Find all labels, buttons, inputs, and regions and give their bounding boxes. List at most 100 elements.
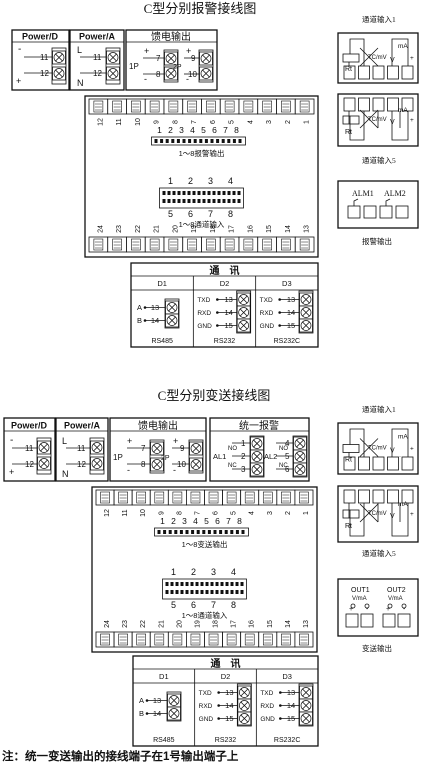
comm-terminal-number: 14 bbox=[153, 709, 161, 718]
channel-number: 8 bbox=[231, 600, 236, 610]
plus-sign: + bbox=[410, 55, 414, 62]
tc-label: TC/mV bbox=[368, 117, 387, 123]
feed-plus-2-2: + bbox=[173, 436, 178, 446]
bottom-terminal-number: 20 bbox=[172, 225, 179, 233]
tc-label: TC/mV bbox=[368, 446, 387, 452]
comm-signal-label: RXD bbox=[199, 703, 213, 710]
feed-plus-2: + bbox=[186, 46, 191, 56]
top-terminal-number: 7 bbox=[194, 511, 201, 515]
channel-number: 6 bbox=[191, 600, 196, 610]
rs232-label: RS232 bbox=[214, 338, 236, 345]
bottom-terminal-number: 22 bbox=[135, 225, 142, 233]
feed-minus-2-2: - bbox=[173, 465, 176, 475]
rs485-label: RS485 bbox=[151, 338, 173, 345]
feed-1p-2: 1P bbox=[113, 453, 123, 462]
relay-output-label: 1～8变送输出 bbox=[182, 539, 228, 549]
al2-label: AL2 bbox=[264, 452, 277, 461]
plus-sign: + bbox=[410, 511, 414, 518]
comm-terminal-number: 14 bbox=[225, 701, 233, 710]
al1-nc: NC bbox=[228, 463, 237, 469]
rt-resistor bbox=[342, 444, 360, 453]
top-terminal-number: 4 bbox=[247, 120, 254, 124]
plus-sign: + bbox=[410, 446, 414, 453]
side-ch5-label-bottom: 通道输入5 bbox=[362, 548, 396, 558]
alarm-terminal-4: 4 bbox=[285, 439, 290, 448]
comm-signal-label: GND bbox=[260, 716, 275, 723]
comm-signal-label: TXD bbox=[199, 690, 212, 697]
out2-unit: V/mA bbox=[388, 596, 403, 602]
channel-number: 8 bbox=[228, 209, 233, 219]
feed-terminal-10-2: 10 bbox=[177, 460, 186, 469]
unified-alarm-block: 统一报警 AL1 AL2 NO NC NO NC 1 2 3 4 5 6 bbox=[209, 417, 310, 482]
comm-column-header: D3 bbox=[282, 672, 292, 681]
title-top: C型分别报警接线图 bbox=[144, 1, 257, 16]
power-a-n: N bbox=[77, 78, 84, 88]
feed-output-block-2: 馈电输出 1P 2P + - + - 7 8 9 10 bbox=[109, 417, 207, 482]
al1-label: AL1 bbox=[213, 452, 226, 461]
comm-signal-label: B bbox=[137, 316, 142, 325]
relay-number: 2 bbox=[168, 125, 173, 135]
top-terminal-number: 10 bbox=[135, 118, 142, 126]
relay-number: 1 bbox=[160, 516, 165, 526]
feed-terminal-7: 7 bbox=[156, 54, 161, 63]
channel-number: 5 bbox=[168, 209, 173, 219]
relay-number: 6 bbox=[212, 125, 217, 135]
feed-terminal-9-2: 9 bbox=[180, 444, 185, 453]
bottom-terminal-number: 15 bbox=[267, 620, 274, 628]
comm-signal-label: B bbox=[139, 709, 144, 718]
rt-label: Rt bbox=[345, 66, 352, 73]
comm-signal-label: GND bbox=[197, 323, 212, 330]
rs485-label: RS485 bbox=[153, 737, 175, 744]
ma-label: mA bbox=[398, 501, 408, 508]
relay-number: 4 bbox=[193, 516, 198, 526]
comm-signal-label: A bbox=[137, 303, 142, 312]
power-a-block: Power/A L N 11 12 bbox=[69, 29, 125, 91]
footnote: 注：统一变送输出的接线端子在1号输出端子上 bbox=[2, 751, 239, 763]
input-terminal bbox=[358, 456, 370, 471]
al2-nc: NC bbox=[279, 463, 288, 469]
input-terminal bbox=[387, 456, 399, 471]
al1-no: NO bbox=[228, 446, 237, 452]
comm-title: 通 讯 bbox=[210, 264, 240, 277]
alarm-output-diagram: ALM1 ALM2 bbox=[337, 180, 419, 229]
input-terminal bbox=[343, 456, 356, 471]
bottom-terminal-number: 19 bbox=[191, 225, 198, 233]
top-terminal-number: 8 bbox=[172, 120, 179, 124]
power-a-terminal-12-2: 12 bbox=[77, 460, 86, 469]
comm-column-header: D1 bbox=[157, 279, 167, 288]
alm2-label: ALM2 bbox=[384, 189, 406, 198]
power-a-title-2: Power/A bbox=[64, 421, 101, 431]
feed-minus-1: - bbox=[144, 74, 147, 84]
channel-input-label: 1～8通道输入 bbox=[182, 610, 228, 620]
out1-plus: + bbox=[349, 606, 353, 613]
input-terminal bbox=[372, 97, 385, 112]
rt-label: Rt bbox=[345, 523, 352, 530]
al2-no: NO bbox=[279, 446, 288, 452]
out2-plus: + bbox=[386, 606, 390, 613]
channel-number: 7 bbox=[208, 209, 213, 219]
input-terminal bbox=[358, 489, 370, 504]
top-terminal-number: 3 bbox=[266, 120, 273, 124]
side-ch5-label-top: 通道输入5 bbox=[362, 155, 396, 165]
relay-number: 7 bbox=[223, 125, 228, 135]
top-terminal-number: 11 bbox=[116, 118, 123, 125]
v-label: V bbox=[390, 57, 395, 64]
power-d-terminal-11: 11 bbox=[40, 53, 49, 62]
power-a-l-2: L bbox=[62, 436, 67, 446]
power-d-minus-2: - bbox=[10, 435, 13, 446]
relay-number: 3 bbox=[179, 125, 184, 135]
feed-terminal-8: 8 bbox=[156, 70, 161, 79]
side-ch1-label-top: 通道输入1 bbox=[362, 14, 396, 24]
power-d-block: Power/D - + 11 12 bbox=[11, 29, 70, 91]
top-terminal-number: 12 bbox=[97, 118, 104, 126]
bottom-terminal-number: 21 bbox=[154, 225, 161, 233]
bottom-terminal-number: 19 bbox=[194, 620, 201, 628]
title-bottom: C型分别变送接线图 bbox=[158, 388, 271, 403]
relay-number: 2 bbox=[171, 516, 176, 526]
comm-terminal-number: 13 bbox=[151, 303, 159, 312]
comm-terminal-number: 13 bbox=[153, 696, 161, 705]
alarm-terminal-1: 1 bbox=[241, 439, 246, 448]
